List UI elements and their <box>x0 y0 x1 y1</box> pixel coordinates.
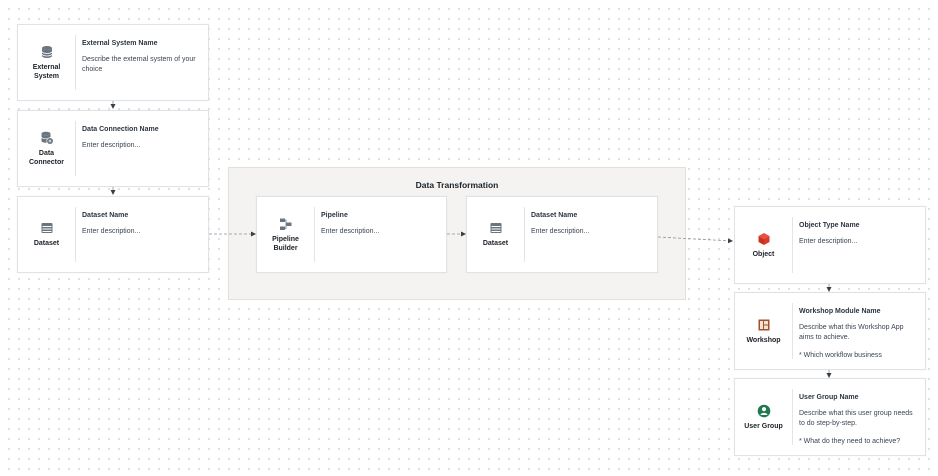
pipeline-builder-icon <box>279 218 291 230</box>
node-type-label: User Group <box>744 422 783 430</box>
node-dataset-source[interactable]: Dataset Dataset Name Enter description..… <box>17 196 209 273</box>
node-workshop[interactable]: Workshop Workshop Module Name Describe w… <box>734 292 926 370</box>
node-external-system[interactable]: External System External System Name Des… <box>17 24 209 101</box>
node-type-column: User Group <box>735 389 793 445</box>
node-type-column: Pipeline Builder <box>257 207 315 262</box>
user-group-icon <box>757 404 770 417</box>
node-type-column: Workshop <box>735 303 793 359</box>
node-data-connector[interactable]: Data Connector Data Connection Name Ente… <box>17 110 209 187</box>
cube-icon <box>758 232 769 245</box>
node-object[interactable]: Object Object Type Name Enter descriptio… <box>734 206 926 284</box>
group-title: Data Transformation <box>415 180 499 190</box>
database-icon <box>41 45 52 58</box>
node-type-label: Object <box>752 250 775 258</box>
node-description: Enter description... <box>82 142 141 149</box>
node-type-label: Data Connector <box>29 149 64 166</box>
node-type-label: Dataset <box>482 240 509 247</box>
node-title: External System Name <box>82 40 158 47</box>
data-connector-icon <box>40 131 54 145</box>
node-type-column: Dataset <box>467 207 525 262</box>
node-title: Pipeline <box>321 212 348 219</box>
node-user-group[interactable]: User Group User Group Name Describe what… <box>734 378 926 456</box>
node-type-label: Pipeline Builder <box>272 235 299 252</box>
node-title: Dataset Name <box>531 212 578 219</box>
node-description: Enter description... <box>82 228 141 235</box>
node-type-label: Workshop <box>746 336 781 344</box>
node-pipeline-builder[interactable]: Pipeline Builder Pipeline Enter descript… <box>256 196 447 273</box>
node-description: Enter description... <box>321 228 380 235</box>
node-description-extra: * Which workflow business <box>799 352 882 359</box>
node-description: Describe what this user group needs to d… <box>799 410 913 427</box>
node-description: Describe what this Workshop App aims to … <box>799 324 904 341</box>
node-description-extra: * What do they need to achieve? <box>799 438 901 445</box>
node-title: Object Type Name <box>799 222 860 229</box>
node-description: Describe the external system of your cho… <box>82 56 196 73</box>
dataset-icon <box>41 223 52 233</box>
workshop-icon <box>758 319 769 330</box>
node-type-column: Dataset <box>18 207 76 262</box>
node-type-column: Object <box>735 217 793 273</box>
node-type-column: External System <box>18 35 76 90</box>
node-title: Workshop Module Name <box>799 308 881 315</box>
node-dataset-output[interactable]: Dataset Dataset Name Enter description..… <box>466 196 658 273</box>
dataset-icon <box>490 223 501 233</box>
node-title: Dataset Name <box>82 212 129 219</box>
node-type-column: Data Connector <box>18 121 76 176</box>
node-type-label: Dataset <box>33 240 60 247</box>
node-type-label: External System <box>32 63 61 80</box>
node-title: User Group Name <box>799 394 859 401</box>
node-description: Enter description... <box>799 238 858 245</box>
node-title: Data Connection Name <box>82 126 159 133</box>
node-description: Enter description... <box>531 228 590 235</box>
